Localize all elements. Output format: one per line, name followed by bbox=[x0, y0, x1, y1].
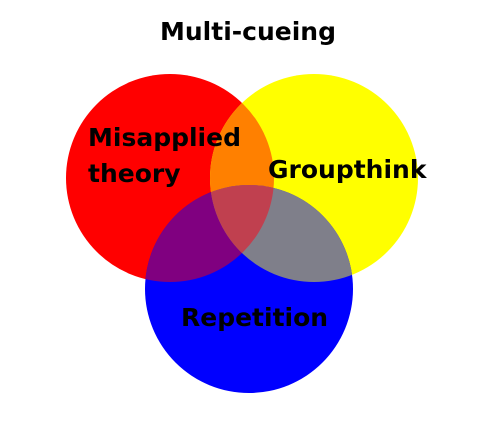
label-groupthink: Groupthink bbox=[268, 155, 427, 184]
overlap-red-blue bbox=[145, 185, 274, 282]
overlap-yellow-blue bbox=[210, 185, 353, 282]
label-misapplied-line2: theory bbox=[88, 159, 181, 188]
label-misapplied-line1: Misapplied bbox=[88, 123, 241, 152]
label-repetition: Repetition bbox=[181, 303, 329, 332]
diagram-title: Multi-cueing bbox=[160, 17, 336, 46]
label-misapplied-theory: Misapplied theory bbox=[88, 120, 241, 192]
